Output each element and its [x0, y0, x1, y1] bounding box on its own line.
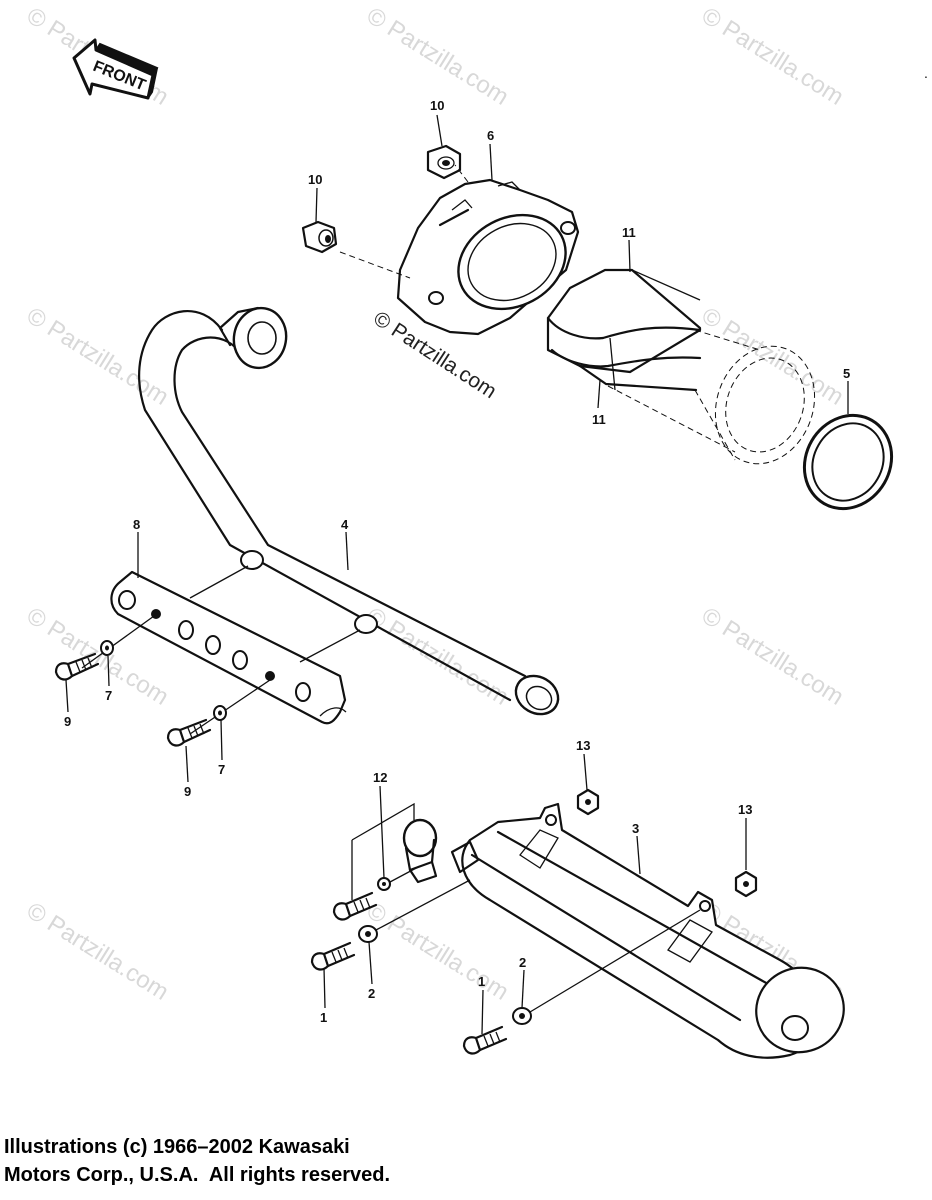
assembly-line	[389, 865, 421, 883]
callout-2: 2	[519, 955, 526, 970]
nut-part-10-left	[301, 220, 338, 254]
front-arrow-icon: FRONT	[72, 38, 159, 100]
callout-13: 13	[576, 738, 590, 753]
callout-8: 8	[133, 517, 140, 532]
watermark: © Partzilla.com	[697, 2, 848, 111]
callout-4: 4	[341, 517, 349, 532]
assembly-line	[81, 615, 155, 669]
callout-labels: 10 10 6 11 11 5 8 4 7 7 9 9 13 13 12 3 2…	[64, 98, 850, 1025]
callout-7: 7	[218, 762, 225, 777]
assembly-line	[375, 879, 471, 931]
washer-part-2	[358, 925, 378, 943]
watermark: © Partzilla.com	[22, 897, 173, 1006]
assembly-line	[454, 164, 469, 183]
callout-11: 11	[592, 412, 606, 427]
callout-3: 3	[632, 821, 639, 836]
dashed-cover-outline	[607, 329, 816, 465]
washer-part-7	[213, 705, 227, 721]
copyright-line-2: Motors Corp., U.S.A. All rights reserved…	[4, 1164, 390, 1186]
watermark: © Partzilla.com	[22, 302, 173, 411]
callout-1: 1	[320, 1010, 327, 1025]
svg-text:.: .	[924, 65, 928, 81]
assembly-line	[189, 565, 249, 599]
callout-10: 10	[430, 98, 444, 113]
watermark: © Partzilla.com	[697, 302, 848, 411]
clamp-part-12	[402, 818, 438, 884]
bolt-part-9	[166, 718, 212, 747]
bolt-part-12	[332, 891, 378, 921]
bolt-part-9	[54, 652, 100, 681]
nut-part-10-upper	[426, 144, 462, 180]
copyright-line-1: Illustrations (c) 1966–2002 Kawasaki	[4, 1136, 350, 1158]
washer-part-7	[100, 640, 114, 656]
exhaust-gasket-part-11	[546, 268, 702, 392]
callout-9: 9	[184, 784, 191, 799]
nut-part-13	[734, 870, 758, 898]
washer-part-2	[512, 1007, 532, 1025]
callout-6: 6	[487, 128, 494, 143]
leader-lines	[65, 114, 849, 1035]
callout-7: 7	[105, 688, 112, 703]
watermark: © Partzilla.com	[362, 897, 513, 1006]
watermark: © Partzilla.com	[362, 602, 513, 711]
callout-2: 2	[368, 986, 375, 1001]
callout-11: 11	[622, 225, 636, 240]
callout-1: 1	[478, 974, 485, 989]
callout-10: 10	[308, 172, 322, 187]
ring-gasket-part-5	[802, 413, 894, 511]
bracket-line-part-12	[351, 802, 415, 900]
watermark: © Partzilla.com	[362, 2, 513, 111]
callout-12: 12	[373, 770, 387, 785]
assembly-line	[299, 629, 361, 663]
exhaust-pipe-part-4	[138, 306, 560, 716]
callout-13: 13	[738, 802, 752, 817]
nut-part-13	[576, 788, 600, 816]
assembly-line	[529, 909, 701, 1013]
assembly-line	[339, 251, 411, 279]
callout-5: 5	[843, 366, 850, 381]
muffler-part-3	[450, 802, 845, 1059]
heat-shield-part-8	[110, 570, 347, 725]
assembly-line	[189, 679, 271, 735]
washer-part-12	[377, 877, 391, 891]
exhaust-flange-part-6	[396, 178, 580, 336]
watermark: © Partzilla.com	[697, 602, 848, 711]
bolt-part-1	[310, 941, 356, 971]
callout-9: 9	[64, 714, 71, 729]
bolt-part-1	[462, 1025, 508, 1055]
